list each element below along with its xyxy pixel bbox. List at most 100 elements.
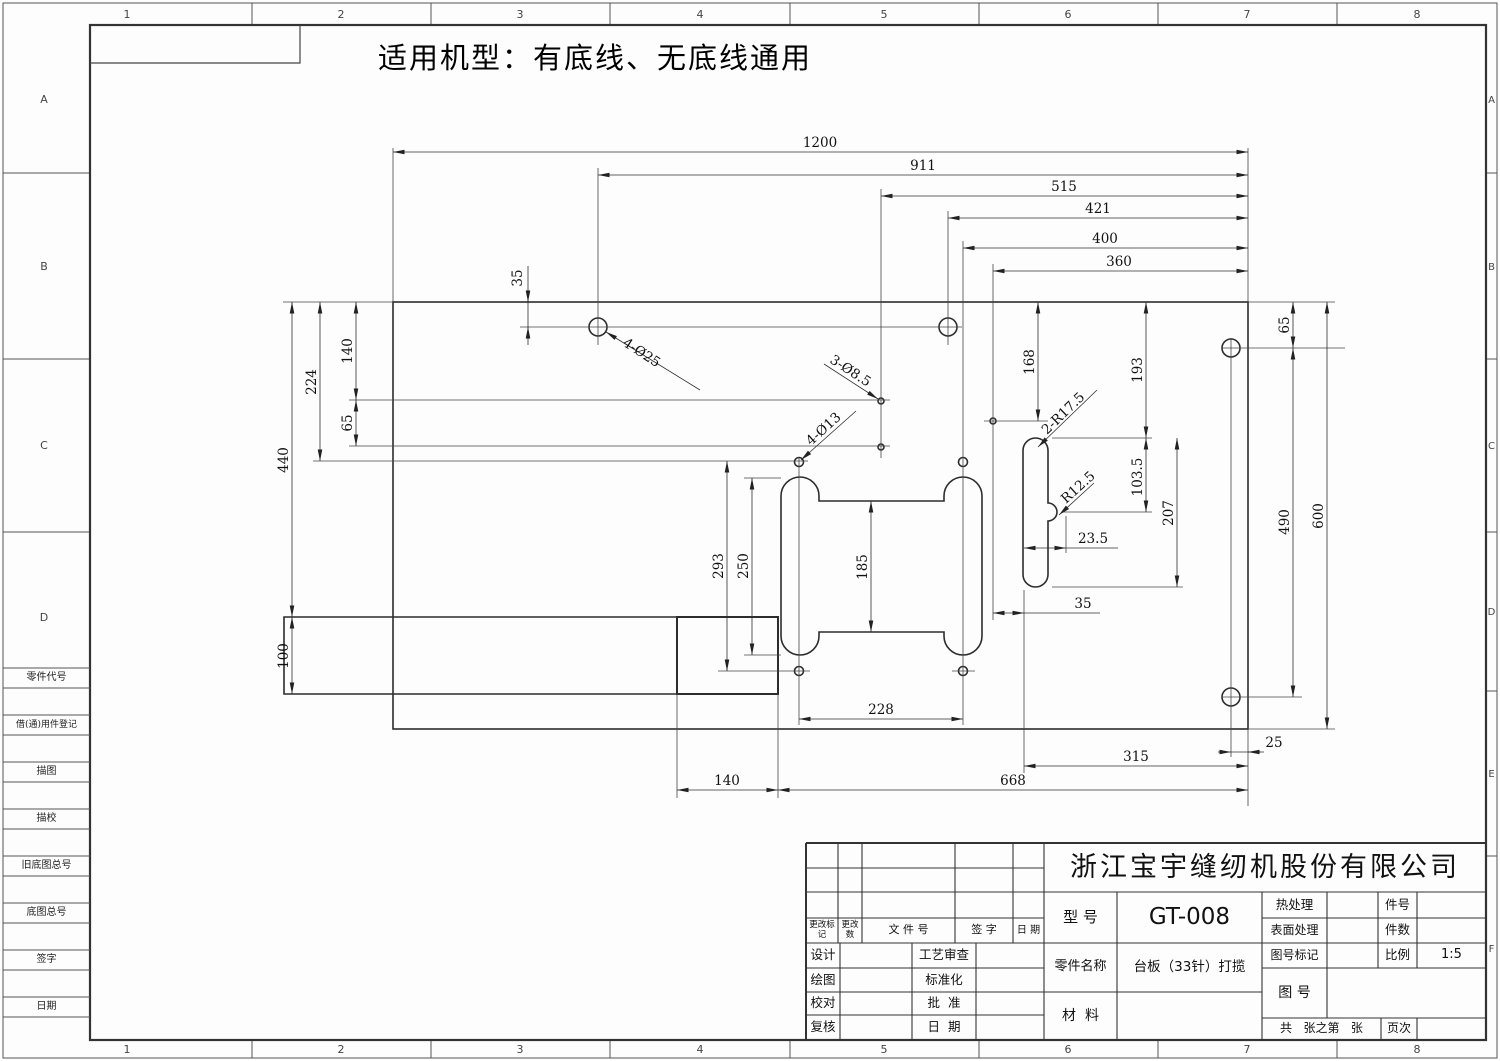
dimension-text: 1200 911 515 421 400 360 35 224 140 65 4…: [276, 135, 1327, 789]
dim-315: 315: [1123, 749, 1149, 765]
dim-600: 600: [1311, 503, 1327, 529]
zone-row: C: [40, 439, 48, 452]
zone-row: B: [40, 260, 48, 273]
left-wing-outline: [283, 616, 778, 695]
leader-2-r17-5: [1037, 389, 1098, 448]
zone-col: 3: [517, 8, 524, 21]
label-4-d25: 4-Ø25: [620, 335, 663, 371]
side-label-master-no: 底图总号: [26, 907, 67, 919]
dim-250: 250: [736, 553, 752, 579]
page-no-label: 页次: [1386, 1021, 1411, 1036]
side-label-grid: [3, 667, 90, 1018]
zone-row: A: [40, 93, 48, 106]
side-label-part-code: 零件代号: [26, 672, 67, 684]
dim-1200: 1200: [803, 135, 837, 151]
sheet-count-label: 共 张之第 张: [1280, 1021, 1363, 1036]
zone-row: D: [40, 611, 48, 624]
titleblock-grid: [805, 842, 1486, 1040]
side-label-tracing: 描图: [36, 766, 57, 778]
dim-23-5: 23.5: [1078, 531, 1108, 547]
dim-490: 490: [1277, 509, 1293, 535]
inner-frame: [88, 23, 1488, 1042]
dim-224: 224: [304, 369, 320, 395]
check-label: 校对: [810, 995, 836, 1011]
model-value: GT-008: [1148, 904, 1231, 931]
dim-515: 515: [1051, 179, 1077, 195]
change-mark-header: 更改标记: [809, 919, 835, 940]
zone-col: 4: [697, 8, 704, 21]
drawing-no-label: 图 号: [1278, 984, 1311, 1001]
dim-65-left: 65: [340, 414, 356, 431]
side-label-signature: 签字: [36, 954, 57, 966]
dim-360: 360: [1106, 254, 1132, 270]
dim-440: 440: [276, 447, 292, 473]
dim-100: 100: [276, 643, 292, 669]
approve-label: 批 准: [927, 995, 961, 1011]
center-h-slot: [780, 476, 983, 656]
zone-col: 8: [1414, 1043, 1421, 1056]
extension-lines: [283, 148, 1345, 806]
scale-label: 比例: [1384, 947, 1410, 963]
dim-207: 207: [1161, 500, 1177, 526]
label-3-d8-5: 3-Ø8.5: [827, 352, 874, 390]
zone-col: 7: [1244, 1043, 1251, 1056]
zone-col: 3: [517, 1043, 524, 1056]
zone-labels: 1 2 3 4 5 6 7 8 1 2 3 4 5 6 7 8 A B C D …: [40, 8, 1496, 1056]
zone-row: E: [1488, 769, 1494, 780]
leader-4-d13: [800, 410, 857, 461]
applicable-models-note: 适用机型：有底线、无底线通用: [378, 41, 813, 76]
heat-treatment-label: 热处理: [1275, 896, 1314, 912]
zone-row: A: [1488, 95, 1495, 106]
company-name: 浙江宝宇缝纫机股份有限公司: [1070, 851, 1460, 883]
dim-168: 168: [1022, 349, 1038, 375]
zone-col: 5: [881, 1043, 888, 1056]
sign-header: 签 字: [971, 923, 997, 937]
leader-r12-5: [1058, 482, 1095, 516]
date-header: 日 期: [1016, 924, 1041, 936]
date-row-label: 日 期: [927, 1019, 961, 1035]
zone-col: 6: [1065, 8, 1072, 21]
file-no-header: 文 件 号: [888, 923, 929, 937]
design-label: 设计: [810, 947, 836, 963]
zone-row: C: [1488, 441, 1495, 452]
side-label-old-master-no: 旧底图总号: [21, 860, 72, 872]
zone-col: 6: [1065, 1043, 1072, 1056]
dim-35-top: 35: [510, 269, 526, 286]
dim-400: 400: [1092, 231, 1118, 247]
dimension-lines: [289, 149, 1330, 793]
side-label-borrow-record: 借(通)用件登记: [15, 719, 78, 730]
corner-box: [90, 25, 301, 64]
zone-col: 2: [338, 1043, 345, 1056]
zone-col: 2: [338, 8, 345, 21]
dim-185: 185: [855, 554, 871, 580]
side-label-date: 日期: [36, 1001, 57, 1013]
part-outline: [283, 301, 1249, 730]
zone-col: 7: [1244, 8, 1251, 21]
part-name-label: 零件名称: [1054, 959, 1107, 975]
zone-col: 4: [697, 1043, 704, 1056]
standardize-label: 标准化: [925, 971, 963, 987]
dim-668: 668: [1000, 773, 1026, 789]
zone-col: 1: [124, 8, 131, 21]
dim-193: 193: [1130, 357, 1146, 383]
recheck-label: 复核: [810, 1019, 836, 1035]
zone-row: B: [1488, 262, 1495, 273]
label-r12-5: R12.5: [1058, 468, 1099, 507]
zone-row: F: [1489, 944, 1495, 955]
dim-25: 25: [1265, 735, 1282, 751]
dim-65-right: 65: [1277, 316, 1293, 333]
zone-col: 5: [881, 8, 888, 21]
surface-treatment-label: 表面处理: [1270, 922, 1319, 937]
label-4-d13: 4-Ø13: [803, 409, 844, 449]
table-plate-outline: [392, 301, 1249, 730]
dim-293: 293: [711, 553, 727, 579]
dim-911: 911: [910, 158, 936, 174]
drawn-label: 绘图: [810, 971, 836, 987]
dim-35-slot: 35: [1074, 596, 1091, 612]
right-keyhole-slot: [1022, 437, 1058, 588]
scale-value: 1:5: [1441, 947, 1462, 963]
zone-col: 8: [1414, 8, 1421, 21]
